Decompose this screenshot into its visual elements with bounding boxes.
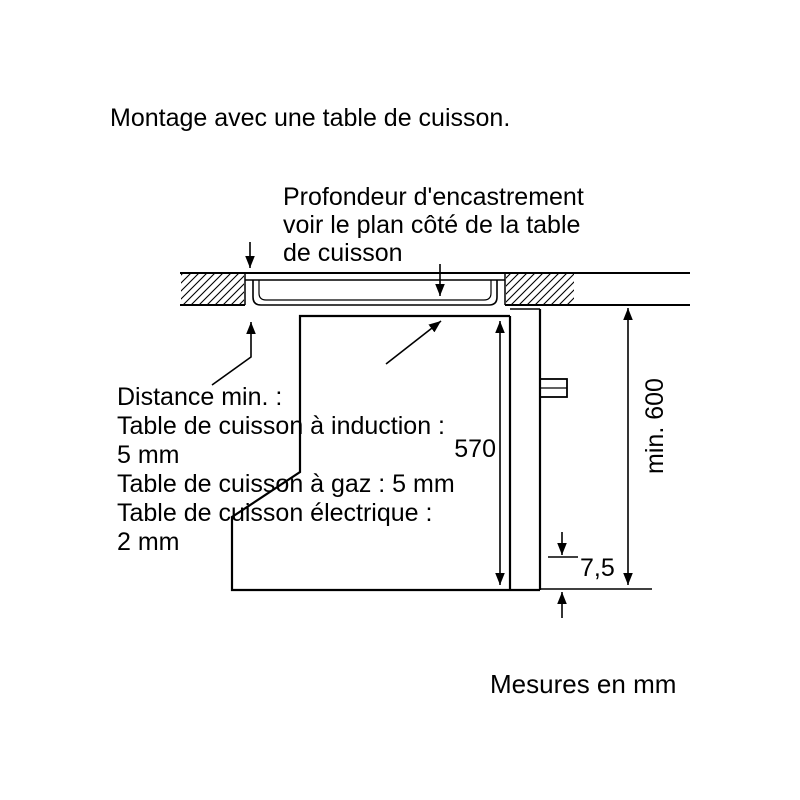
min-distance-line-1: Distance min. :: [117, 383, 283, 411]
hob-cross-section: [245, 279, 505, 306]
min-distance-line-6: 2 mm: [117, 528, 180, 556]
distance-arrow-left: [211, 322, 256, 386]
recess-depth-line-2: voir le plan côté de la table: [283, 211, 581, 239]
countertop: [180, 272, 690, 306]
oven-outline: [230, 308, 568, 592]
countertop-hatch-right: [506, 274, 574, 305]
callout-arrows: [211, 242, 445, 386]
min-distance-line-3: 5 mm: [117, 441, 180, 469]
min-distance-callout: Distance min. : Table de cuisson à induc…: [117, 383, 455, 557]
oven-body-path: [230, 314, 540, 592]
recess-depth-line-1: Profondeur d'encastrement: [283, 183, 584, 211]
dimension-lines: [495, 308, 652, 618]
dimension-570-label: 570: [454, 435, 496, 463]
hob-tray-outer: [252, 280, 498, 306]
hob-tray-inner: [258, 280, 492, 301]
countertop-hatch-left: [181, 274, 244, 305]
recess-depth-line-3: de cuisson: [283, 239, 403, 267]
min-distance-line-5: Table de cuisson électrique :: [117, 499, 433, 527]
units-note: Mesures en mm: [490, 669, 677, 699]
distance-arrow-right: [385, 320, 442, 365]
dimension-75-label: 7,5: [580, 554, 615, 582]
dimension-600-label: min. 600: [641, 378, 669, 474]
min-distance-line-4: Table de cuisson à gaz : 5 mm: [117, 470, 455, 498]
min-distance-line-2: Table de cuisson à induction :: [117, 412, 445, 440]
recess-depth-callout: Profondeur d'encastrement voir le plan c…: [283, 183, 584, 267]
page-title: Montage avec une table de cuisson.: [110, 104, 511, 132]
